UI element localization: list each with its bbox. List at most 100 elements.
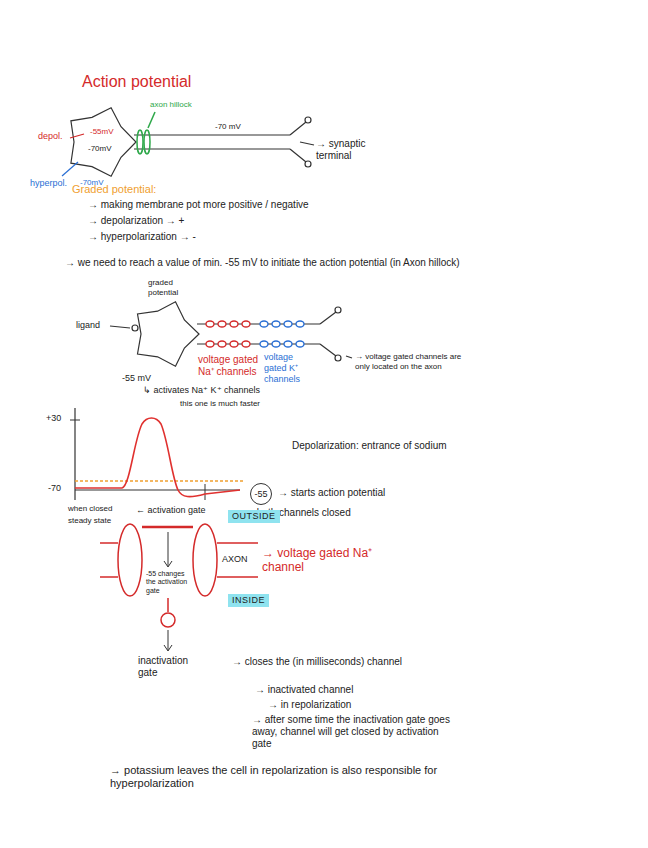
axon-hillock-mark — [137, 112, 155, 154]
axon-line — [134, 148, 290, 149]
y-axis — [74, 408, 75, 500]
hillock-ring — [144, 130, 150, 154]
hillock-ring — [137, 130, 143, 154]
note-text: -55 changes the activation gate — [146, 570, 190, 595]
action-potential-graph — [70, 408, 244, 500]
k-channel — [272, 341, 280, 347]
note-text: → inactivated channel — [255, 684, 353, 696]
leader-line — [148, 112, 155, 128]
k-channel — [284, 341, 292, 347]
part-label: voltage gated Na⁺ channels — [198, 354, 260, 378]
value-label: -70mV — [88, 144, 112, 154]
note-text: → potassium leaves the cell in repolariz… — [110, 764, 490, 790]
leader-line — [300, 142, 314, 145]
axis-tick — [205, 484, 206, 500]
leader-line — [70, 134, 84, 138]
terminal-bouton — [335, 307, 341, 313]
part-label: → synaptic terminal — [316, 138, 386, 162]
part-label: ← activation gate — [136, 505, 206, 516]
axis-label: +30 — [46, 413, 61, 424]
note-text: → depolarization → + — [88, 215, 184, 227]
leader-line — [346, 356, 352, 358]
na-channel — [242, 321, 250, 327]
k-channel — [260, 341, 268, 347]
part-label: depol. — [38, 131, 63, 142]
highlight-band: OUTSIDE — [228, 510, 280, 523]
page-title: Action potential — [82, 72, 191, 91]
part-label: voltage gated K⁺ channels — [264, 352, 316, 384]
receptor — [132, 325, 138, 331]
axis-label: -70 — [48, 483, 61, 494]
membrane-line — [217, 542, 258, 544]
value-label: -55 mV — [122, 373, 151, 384]
part-label: graded potential — [148, 278, 198, 297]
na-channel-detail — [100, 524, 258, 651]
part-label: ligand — [76, 320, 100, 331]
value-circle: -55 — [250, 483, 272, 505]
terminal-bouton — [305, 117, 311, 123]
soma — [71, 108, 136, 176]
na-channel — [218, 321, 226, 327]
threshold-line — [75, 480, 244, 482]
potential-curve — [75, 418, 240, 497]
note-text: → in repolarization — [268, 699, 351, 711]
note-text: → after some time the inactivation gate … — [252, 714, 452, 750]
k-channel — [284, 321, 292, 327]
leader-line — [62, 162, 78, 176]
note-text: steady state — [68, 516, 111, 526]
inactivation-ball — [161, 613, 175, 627]
highlight-band: INSIDE — [228, 594, 269, 607]
channel-wall — [193, 524, 217, 596]
value-label: -70 mV — [215, 122, 241, 132]
x-axis — [75, 489, 240, 490]
inactivation-tether — [167, 598, 169, 612]
note-text: → hyperpolarization → - — [88, 231, 196, 243]
gate-arrow — [164, 532, 172, 567]
na-channel — [230, 321, 238, 327]
na-channel — [206, 321, 214, 327]
node-text: INSIDE — [232, 595, 265, 606]
membrane-line — [100, 576, 118, 578]
axon-line — [134, 134, 290, 135]
na-channel — [218, 341, 226, 347]
note-text: → we need to reach a value of min. -55 m… — [65, 257, 625, 269]
node-text: OUTSIDE — [232, 511, 276, 522]
note-text: → voltage gated channels are only locate… — [355, 352, 465, 371]
note-text: → closes the (in milliseconds) channel — [232, 656, 412, 668]
terminal-bouton — [305, 161, 311, 167]
k-channel — [260, 321, 268, 327]
na-channels — [206, 321, 250, 347]
note-text: → starts action potential — [278, 487, 385, 499]
membrane-line — [100, 542, 118, 544]
gate-arrow — [164, 630, 172, 651]
note-text: this one is much faster — [180, 399, 260, 409]
membrane-line — [217, 576, 258, 578]
part-label: AXON — [222, 554, 248, 565]
na-channel — [230, 341, 238, 347]
terminal-bouton — [335, 355, 341, 361]
terminal-branch — [290, 122, 306, 162]
part-label: hyperpol. — [30, 178, 67, 189]
na-channel — [242, 341, 250, 347]
note-text: Depolarization: entrance of sodium — [292, 440, 447, 452]
neuron-one — [71, 108, 314, 176]
soma — [138, 302, 200, 367]
part-label: inactivation gate — [138, 655, 208, 679]
note-text: → making membrane pot more positive / ne… — [88, 199, 309, 211]
part-label: axon hillock — [150, 100, 192, 110]
node-text: -55 — [254, 489, 267, 500]
note-text: ↳ activates Na⁺ K⁺ channels — [143, 385, 260, 396]
activation-gate — [142, 526, 193, 529]
k-channel — [272, 321, 280, 327]
k-channel — [296, 341, 304, 347]
k-channels — [260, 321, 304, 347]
terminal-branch — [320, 312, 336, 356]
note-text: when closed — [68, 504, 112, 514]
value-label: -55mV — [90, 127, 114, 137]
na-channel — [206, 341, 214, 347]
k-channel — [296, 321, 304, 327]
leader-line — [110, 326, 130, 328]
channel-wall — [118, 524, 142, 596]
axis-tick — [70, 420, 80, 421]
